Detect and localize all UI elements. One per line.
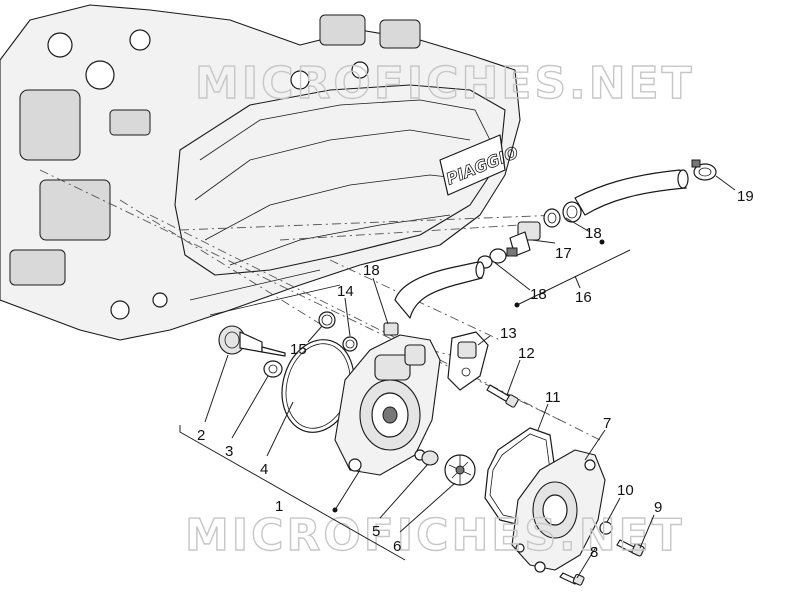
part-18-clamp-upper bbox=[562, 201, 582, 223]
callout-6: 6 bbox=[393, 538, 401, 555]
callout-17: 17 bbox=[555, 245, 572, 262]
watermark-top: MICROFICHES.NET bbox=[195, 58, 695, 109]
callout-labels: 19 18 17 18 16 18 14 15 13 12 11 7 10 9 … bbox=[197, 188, 754, 561]
part-14-o-ring bbox=[342, 336, 358, 352]
part-15-o-ring bbox=[318, 311, 336, 329]
callout-15: 15 bbox=[290, 341, 307, 358]
part-17-hose-fitting bbox=[506, 221, 541, 257]
callout-12: 12 bbox=[518, 345, 535, 362]
callout-16: 16 bbox=[575, 289, 592, 306]
part-18-clamp-lower bbox=[477, 248, 507, 269]
callout-11: 11 bbox=[545, 389, 561, 406]
callout-10: 10 bbox=[617, 482, 634, 499]
callout-14: 14 bbox=[337, 283, 354, 300]
callout-8: 8 bbox=[590, 544, 598, 561]
callout-18-upper: 18 bbox=[585, 225, 602, 242]
part-5-seal bbox=[421, 450, 439, 466]
callout-18-left: 18 bbox=[363, 262, 380, 279]
callout-5: 5 bbox=[372, 523, 380, 540]
part-1-water-pump-housing bbox=[334, 334, 441, 476]
engine-block: PIAGGIO bbox=[0, 4, 522, 341]
callout-3: 3 bbox=[225, 443, 233, 460]
part-7-water-pump-cover bbox=[511, 449, 606, 573]
callout-7: 7 bbox=[603, 415, 611, 432]
part-2-pump-shaft bbox=[218, 325, 286, 357]
part-6-impeller bbox=[444, 454, 476, 486]
part-3-bearing bbox=[263, 360, 283, 378]
callout-18-lower: 18 bbox=[530, 286, 547, 303]
part-10-washer bbox=[599, 521, 613, 535]
part-13-thermostat-sensor bbox=[447, 331, 489, 391]
part-8-bolt bbox=[559, 572, 585, 586]
callout-19: 19 bbox=[737, 188, 754, 205]
callout-9: 9 bbox=[654, 499, 662, 516]
callout-13: 13 bbox=[500, 325, 517, 342]
callout-4: 4 bbox=[260, 461, 268, 478]
part-18-small-clamp bbox=[383, 322, 399, 336]
callout-2: 2 bbox=[197, 427, 205, 444]
callout-1: 1 bbox=[275, 498, 283, 515]
upper-coolant-hose bbox=[574, 169, 689, 216]
part-9-bolt bbox=[616, 539, 645, 557]
part-12-bolt bbox=[486, 384, 519, 408]
part-19-hose-clamp bbox=[691, 159, 717, 181]
part-18-clamp-middle bbox=[543, 208, 561, 228]
lower-coolant-hose bbox=[394, 261, 485, 319]
leader-lines bbox=[179, 175, 736, 579]
watermark-bottom: MICROFICHES.NET bbox=[185, 510, 685, 561]
